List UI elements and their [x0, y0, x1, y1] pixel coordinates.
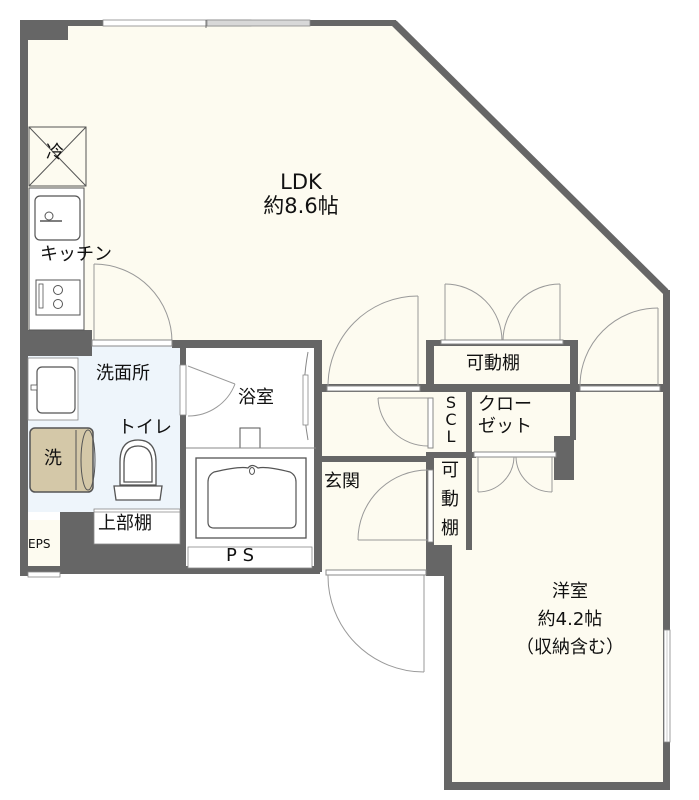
- movable-shelf-top-label: 可動棚: [466, 353, 520, 374]
- top-window: [102, 19, 311, 28]
- scl-char-s: S: [445, 393, 457, 412]
- closet-label: クロー ゼット: [478, 394, 532, 438]
- toilet-label: トイレ: [118, 417, 172, 438]
- ldk-floor: [26, 22, 666, 388]
- kitchen-door: [91, 263, 173, 347]
- wash-basin: [36, 366, 76, 414]
- scl-char-l: L: [446, 427, 456, 446]
- kitchen-label: キッチン: [40, 244, 112, 265]
- upper-shelf-box: [93, 508, 181, 545]
- side-shelf-char-1: 可: [441, 460, 459, 481]
- fridge-label: 冷: [46, 142, 64, 163]
- washing-machine: [29, 427, 96, 493]
- upper-shelf-label: 上部棚: [98, 513, 152, 534]
- scl-char-c: C: [445, 410, 457, 429]
- closet-line1: クロー: [478, 394, 532, 415]
- western-room-door: [579, 307, 661, 392]
- ps-label: P S: [226, 545, 255, 566]
- right-window: [663, 629, 671, 743]
- movable-shelf-side-label: 可 動 棚: [436, 456, 464, 543]
- scl-label: S C L: [440, 394, 462, 445]
- diagonal-wall: [391, 20, 669, 295]
- washer-label: 洗: [44, 448, 62, 469]
- closet-doors: [473, 451, 557, 493]
- side-shelf-char-3: 棚: [441, 518, 459, 539]
- fridge: [28, 126, 87, 187]
- front-door: [325, 569, 427, 673]
- entrance-label: 玄関: [324, 471, 360, 492]
- bathtub: [195, 457, 307, 539]
- ldk-area: 約8.6帖: [263, 194, 339, 219]
- ldk-name: LDK: [280, 170, 322, 194]
- western-room-area: 約4.2帖: [537, 609, 603, 630]
- ldk-hall-door: [326, 295, 421, 392]
- kitchen-sink: [34, 195, 81, 241]
- western-room-name: 洋室: [552, 581, 588, 602]
- western-room-note: （収納含む）: [516, 637, 624, 658]
- ps-box: [187, 546, 313, 569]
- bathroom-door: [187, 365, 236, 417]
- side-shelf-char-2: 動: [441, 489, 459, 510]
- closet-floor: [428, 346, 574, 458]
- eps-label: EPS: [28, 537, 51, 551]
- eps-floor: [26, 520, 62, 572]
- washroom-label: 洗面所: [96, 363, 150, 384]
- closet-line2: ゼット: [478, 416, 532, 437]
- toilet-fixture: [113, 439, 163, 501]
- bathroom-label: 浴室: [238, 387, 274, 408]
- western-room-label: 洋室 約4.2帖 （収納含む）: [500, 578, 640, 662]
- movable-shelf-doors: [440, 283, 564, 345]
- hall-door: [377, 397, 434, 449]
- ldk-label: LDK 約8.6帖: [256, 170, 346, 218]
